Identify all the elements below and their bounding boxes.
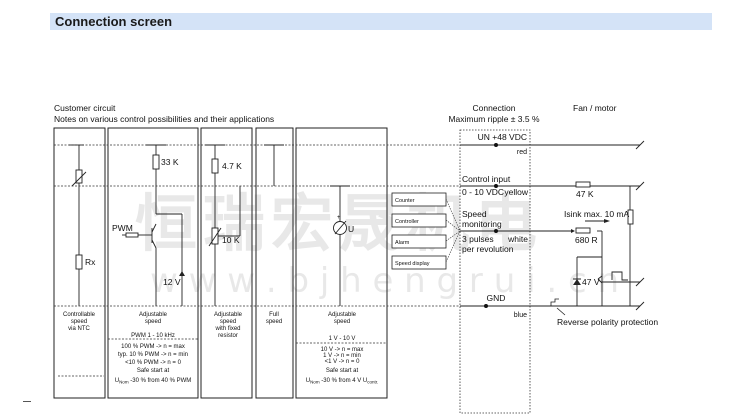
speed-label-1: Speed — [462, 209, 487, 219]
pwm-range: PWM 1 - 10 kHz — [131, 333, 175, 339]
panel-voltage-frame — [295, 127, 388, 399]
bus-lines-dashed — [54, 144, 460, 377]
voltage-note-1: 10 V -> n = max — [321, 347, 364, 353]
label-680r: 680 R — [575, 235, 598, 245]
output-speed-display: Speed display — [395, 261, 430, 267]
voltage-caption-2: speed — [334, 319, 350, 325]
fixed-caption-3: with fixed — [214, 326, 240, 332]
plus-sign: + — [337, 215, 341, 221]
label-12v: 12 V — [163, 277, 181, 287]
connection-box — [459, 129, 531, 414]
zener-47v-icon — [573, 279, 581, 285]
voltage-note-3: <1 V -> n = 0 — [325, 359, 361, 365]
label-pwm: PWM — [112, 223, 133, 233]
panel-fixed-frame — [200, 127, 253, 399]
voltage-caption-1: Adjustable — [328, 312, 357, 318]
isink-arrow-icon — [604, 219, 610, 223]
resistor-pullup — [627, 209, 634, 225]
resistor-47k — [575, 181, 591, 188]
label-47k: 47 K — [576, 189, 594, 199]
supply-wire: red — [517, 149, 527, 156]
connection-title: Connection — [472, 103, 515, 113]
control-range: 0 - 10 VDC — [462, 187, 504, 197]
label-10k: 10 K — [222, 235, 240, 245]
speed-output-boxes — [391, 192, 461, 270]
panel-full-frame — [255, 127, 294, 399]
label-rx: Rx — [85, 257, 96, 267]
zener-12v-icon — [179, 271, 185, 276]
fan-motor-title: Fan / motor — [573, 103, 617, 113]
fixed-caption-4: resistor — [218, 333, 238, 339]
pwm-note-4: Safe start at — [137, 368, 170, 374]
pwm-safe-start: UNom -30 % from 40 % PWM — [115, 378, 192, 385]
pwm-note-2: typ. 10 % PWM -> n = min — [118, 352, 188, 358]
panel-ntc-frame — [53, 127, 106, 399]
output-counter: Counter — [395, 198, 415, 204]
fixed-caption-1: Adjustable — [214, 312, 243, 318]
ntc-caption-2: speed — [71, 319, 87, 325]
panel-voltage-circuit — [330, 185, 350, 306]
section-header: Connection screen — [50, 13, 712, 30]
control-label: Control input — [462, 174, 511, 184]
panel-ntc-circuit — [69, 144, 87, 306]
fixed-caption-2: speed — [220, 319, 236, 325]
output-controller: Controller — [395, 219, 419, 225]
ntc-caption-1: Controllable — [63, 312, 96, 318]
junction-dots — [484, 143, 498, 308]
full-caption-2: speed — [266, 319, 282, 325]
panel-pwm-frame — [107, 127, 199, 399]
output-box-controller — [391, 213, 447, 228]
pwm-note-3: <10 % PWM -> n = 0 — [125, 360, 182, 366]
panel-full-circuit — [264, 144, 284, 186]
speed-per: per revolution — [462, 244, 514, 254]
control-wire: yellow — [504, 187, 528, 197]
fan-wiring — [460, 140, 645, 311]
voltage-note-4: Safe start at — [326, 368, 359, 374]
gnd-wire: blue — [514, 312, 527, 319]
output-box-alarm — [391, 234, 447, 249]
ntc-caption-3: via NTC — [68, 326, 90, 332]
voltage-note-2: 1 V -> n = min — [323, 353, 361, 359]
panel-pwm-circuit — [122, 144, 183, 306]
resistor-680r — [575, 227, 591, 234]
panel-frames — [53, 127, 388, 399]
label-zener-47v: 47 V — [582, 277, 600, 287]
reverse-polarity-label: Reverse polarity protection — [557, 317, 658, 327]
output-alarm: Alarm — [395, 240, 410, 246]
section-title: Connection screen — [55, 14, 173, 29]
label-isink: Isink max. 10 mA — [564, 209, 630, 219]
customer-circuit-subtitle: Notes on various control possibilities a… — [54, 114, 274, 124]
label-33k: 33 K — [161, 157, 179, 167]
customer-circuit-title: Customer circuit — [54, 103, 116, 113]
arrow-head — [571, 229, 575, 233]
reverse-polarity-diode-icon — [550, 298, 559, 306]
label-u: U — [348, 224, 354, 234]
gnd-label: GND — [487, 293, 506, 303]
full-caption-1: Full — [269, 312, 279, 318]
panel-fixed-circuit — [205, 144, 241, 306]
supply-label: UN +48 VDC — [478, 132, 527, 142]
output-box-speed-display — [391, 255, 447, 270]
page-mark — [23, 401, 31, 402]
voltage-range: 1 V - 10 V — [329, 336, 356, 342]
voltage-safe-start: UNom -30 % from 4 V Ucontr. — [306, 378, 379, 385]
label-4-7k: 4.7 K — [222, 161, 242, 171]
pwm-note-1: 100 % PWM -> n = max — [121, 344, 185, 350]
watermark-url: w w w . b j h e n g r u i . c n — [150, 261, 619, 301]
pwm-caption-1: Adjustable — [139, 312, 168, 318]
speed-pulses: 3 pulses — [462, 234, 494, 244]
connection-subtitle: Maximum ripple ± 3.5 % — [448, 114, 540, 124]
pwm-caption-2: speed — [145, 319, 161, 325]
speed-label-2: monitoring — [462, 219, 502, 229]
speed-wire: white — [507, 234, 528, 244]
